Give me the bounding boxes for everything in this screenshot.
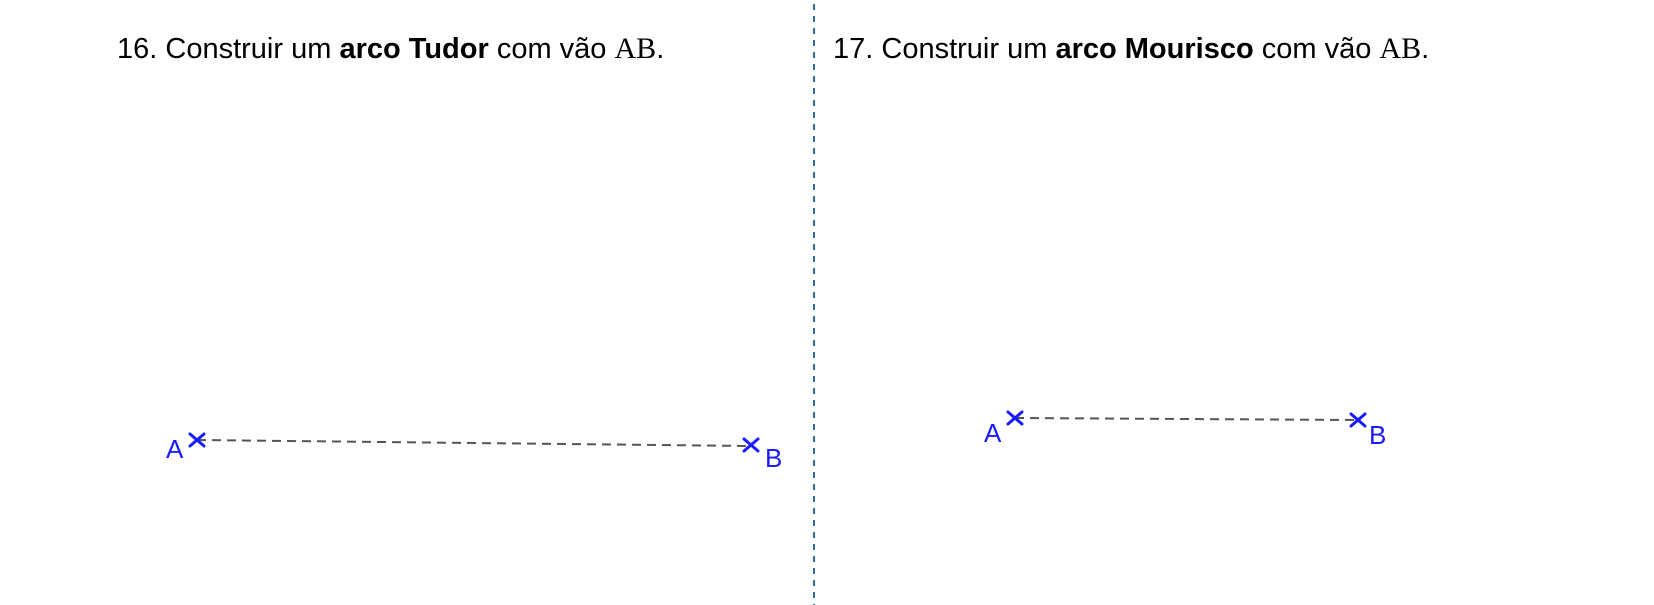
exercise-16-text-before: Construir um: [165, 33, 332, 65]
exercise-17-arch-name: arco Mourisco: [1055, 33, 1254, 65]
exercise-16-end: .: [656, 33, 665, 65]
exercise-16-number: 16.: [117, 33, 158, 65]
point-b-17-label: B: [1369, 420, 1386, 450]
exercise-17-text-before: Construir um: [881, 33, 1048, 65]
exercise-17-end: .: [1421, 33, 1430, 65]
exercise-16-figure: A B: [166, 432, 782, 473]
point-a-16-marker: [188, 432, 206, 448]
exercise-16-arch-name: arco Tudor: [339, 33, 489, 65]
point-b-16-marker: [742, 437, 760, 453]
segment-ab-17: [1014, 417, 1359, 421]
exercise-16-text-after: com vão: [496, 33, 607, 65]
point-a-17-marker: [1006, 410, 1024, 426]
point-a-16-label: A: [166, 434, 184, 464]
exercise-17-title: 17. Construir um arco Mourisco com vão A…: [833, 34, 1429, 64]
exercise-17-segment: AB: [1379, 32, 1422, 65]
point-b-16-label: B: [765, 443, 782, 473]
point-b-17-marker: [1349, 412, 1367, 428]
exercise-17-text-after: com vão: [1261, 33, 1372, 65]
point-a-17-label: A: [984, 418, 1002, 448]
exercise-17-figure: A B: [984, 410, 1386, 450]
exercise-17-number: 17.: [833, 33, 874, 65]
exercise-16-segment: AB: [614, 32, 657, 65]
exercise-16-title: 16. Construir um arco Tudor com vão AB.: [117, 34, 664, 64]
segment-ab-16: [196, 439, 751, 447]
